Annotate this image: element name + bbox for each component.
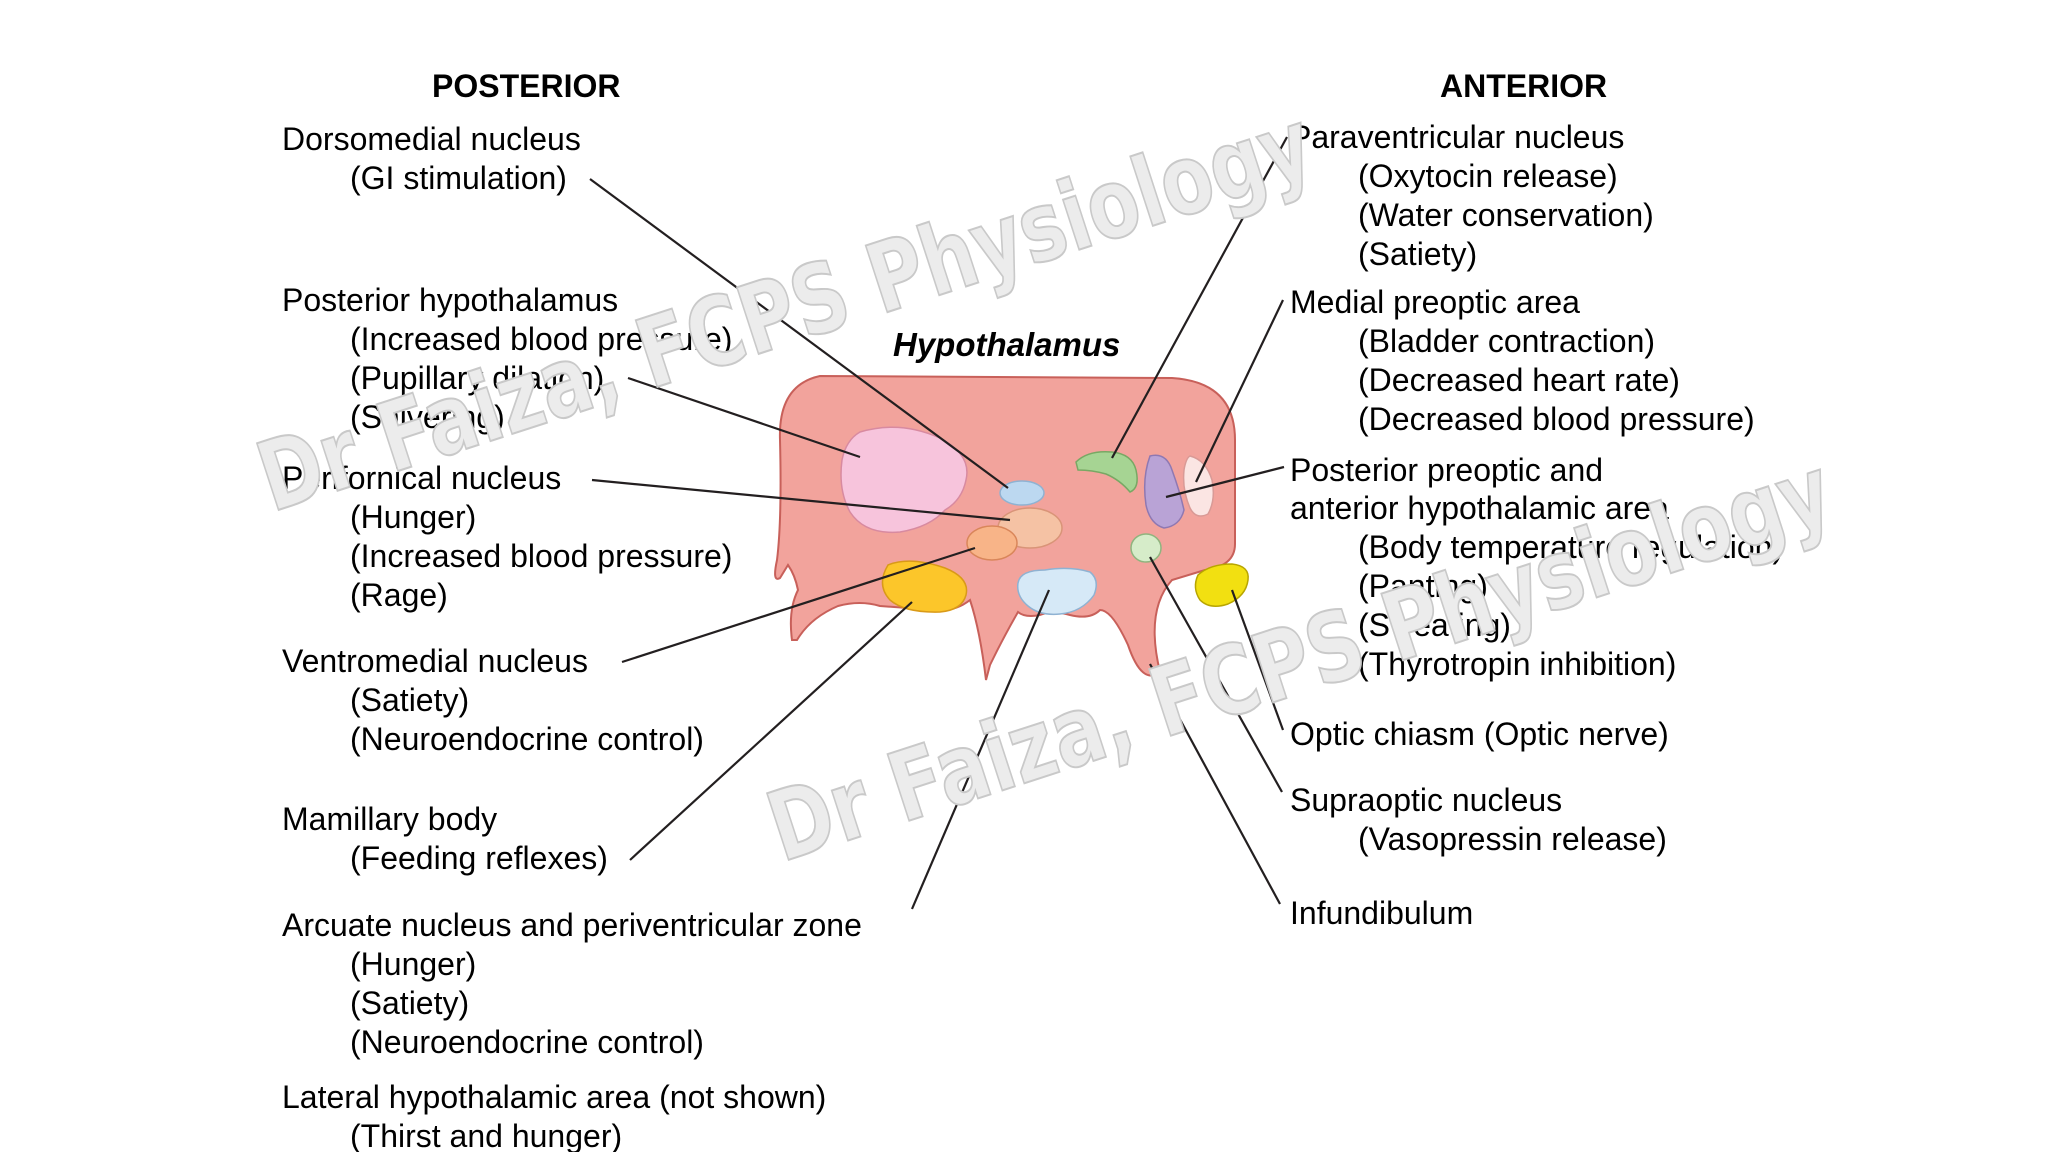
- arcuate-function-1: (Hunger): [350, 946, 476, 982]
- lateral-hypothalamic-function-1: (Thirst and hunger): [350, 1118, 622, 1152]
- ventromedial-nucleus-region: [966, 525, 1018, 561]
- mamillary-function-1: (Feeding reflexes): [350, 840, 608, 876]
- medial-preoptic-function-3: (Decreased blood pressure): [1358, 401, 1755, 437]
- posterior-preoptic-function-3: (Sweating): [1358, 607, 1511, 643]
- leader-line-paraventricular: [1111, 136, 1288, 459]
- dorsomedial-function-1: (GI stimulation): [350, 160, 567, 196]
- perifornical-function-1: (Hunger): [350, 499, 476, 535]
- posterior-heading: POSTERIOR: [432, 68, 620, 104]
- dorsomedial-nucleus-region: [999, 480, 1045, 506]
- supraoptic-nucleus-label: Supraoptic nucleus: [1290, 782, 1562, 818]
- paraventricular-function-1: (Oxytocin release): [1358, 158, 1618, 194]
- dorsomedial-nucleus-label: Dorsomedial nucleus: [282, 121, 581, 157]
- optic-chiasm-label: Optic chiasm (Optic nerve): [1290, 716, 1669, 752]
- anterior-heading: ANTERIOR: [1440, 68, 1607, 104]
- supraoptic-nucleus-region: [1130, 533, 1162, 563]
- leader-line-medial-preoptic: [1195, 299, 1284, 483]
- paraventricular-nucleus-label: Paraventricular nucleus: [1290, 119, 1624, 155]
- leader-line-posterior-preoptic: [1165, 465, 1285, 499]
- leader-line-arcuate: [910, 589, 1051, 910]
- leader-line-posterior-hypothalamus: [627, 376, 861, 459]
- posterior-preoptic-function-1: (Body temperature regulation): [1358, 529, 1783, 565]
- arcuate-function-3: (Neuroendocrine control): [350, 1024, 704, 1060]
- mamillary-body-label: Mamillary body: [282, 801, 497, 837]
- leader-line-ventromedial: [621, 546, 976, 664]
- paraventricular-nucleus-region: [1075, 450, 1138, 493]
- posterior-preoptic-function-4: (Thyrotropin inhibition): [1358, 646, 1676, 682]
- posterior-hypothalamus-label: Posterior hypothalamus: [282, 282, 618, 318]
- optic-chiasm-region: [1194, 563, 1249, 607]
- paraventricular-function-2: (Water conservation): [1358, 197, 1654, 233]
- ventromedial-nucleus-label: Ventromedial nucleus: [282, 643, 588, 679]
- medial-preoptic-region: [1182, 455, 1215, 517]
- arcuate-nucleus-region: [1016, 567, 1097, 616]
- supraoptic-function-1: (Vasopressin release): [1358, 821, 1667, 857]
- perifornical-function-3: (Rage): [350, 577, 448, 613]
- medial-preoptic-label: Medial preoptic area: [1290, 284, 1580, 320]
- posterior-hypothalamus-function-2: (Pupillary dilation): [350, 360, 604, 396]
- perifornical-function-2: (Increased blood pressure): [350, 538, 732, 574]
- infundibulum-label: Infundibulum: [1290, 895, 1473, 931]
- lateral-hypothalamic-label: Lateral hypothalamic area (not shown): [282, 1079, 826, 1115]
- leader-line-dorsomedial: [589, 178, 1009, 489]
- posterior-hypothalamus-function-3: (Shivering): [350, 399, 505, 435]
- posterior-labels: Dorsomedial nucleus (GI stimulation) Pos…: [282, 121, 862, 1152]
- leader-line-perifornical: [591, 478, 1011, 522]
- posterior-preoptic-region: [1143, 454, 1185, 529]
- medial-preoptic-function-2: (Decreased heart rate): [1358, 362, 1680, 398]
- leader-line-infundibulum: [1149, 663, 1281, 905]
- posterior-hypothalamus-function-1: (Increased blood pressure): [350, 321, 732, 357]
- anterior-labels: Paraventricular nucleus (Oxytocin releas…: [1290, 119, 1783, 931]
- arcuate-function-2: (Satiety): [350, 985, 469, 1021]
- paraventricular-function-3: (Satiety): [1358, 236, 1477, 272]
- leader-line-optic-chiasm: [1230, 589, 1285, 731]
- posterior-preoptic-label: Posterior preoptic and: [1290, 452, 1603, 488]
- hypothalamus-title: Hypothalamus: [893, 326, 1120, 363]
- posterior-preoptic-label-line-2: anterior hypothalamic area: [1290, 490, 1669, 526]
- arcuate-nucleus-label: Arcuate nucleus and periventricular zone: [282, 907, 862, 943]
- leader-line-supraoptic: [1149, 556, 1283, 793]
- posterior-preoptic-function-2: (Panting): [1358, 568, 1488, 604]
- medial-preoptic-function-1: (Bladder contraction): [1358, 323, 1655, 359]
- ventromedial-function-1: (Satiety): [350, 682, 469, 718]
- ventromedial-function-2: (Neuroendocrine control): [350, 721, 704, 757]
- leader-line-mamillary: [629, 601, 913, 861]
- perifornical-nucleus-label: Perifornical nucleus: [282, 460, 561, 496]
- mamillary-body-region: [881, 560, 968, 613]
